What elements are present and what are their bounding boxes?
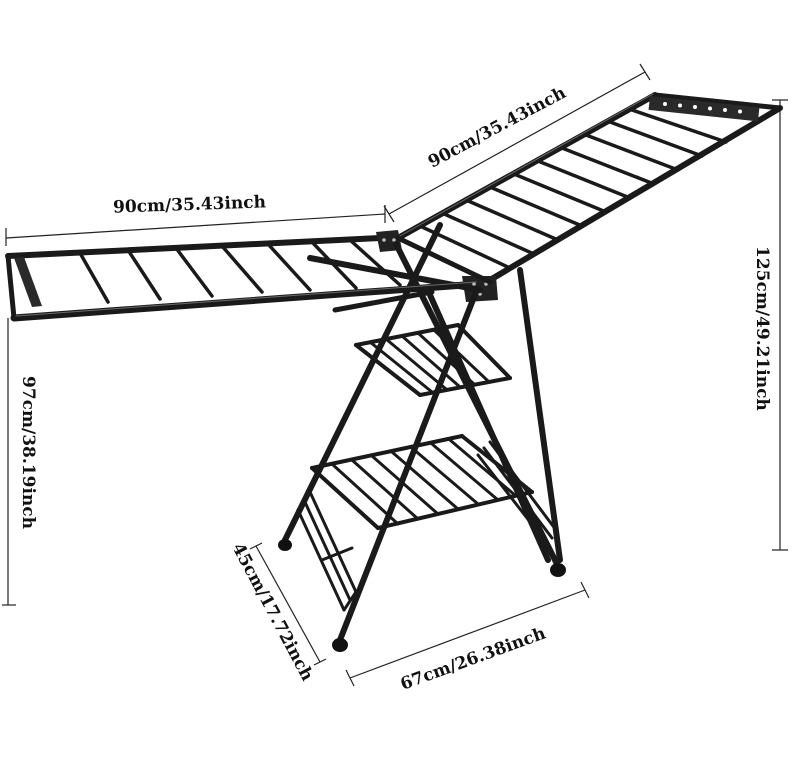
lower-shelf xyxy=(310,434,534,530)
side-racks xyxy=(296,440,558,612)
total-height-label: 125cm/49.21inch xyxy=(752,246,772,411)
right-wing-width-label: 90cm/35.43inch xyxy=(425,83,569,172)
base-width-label: 67cm/26.38inch xyxy=(398,624,549,695)
dimension-lines xyxy=(2,63,788,687)
tube-highlights xyxy=(15,93,654,317)
right-wing xyxy=(395,92,783,283)
base-depth-label: 45cm/17.72inch xyxy=(228,540,317,684)
wing-height-label: 97cm/38.19inch xyxy=(18,376,38,529)
upper-shelf xyxy=(354,323,512,397)
left-wing xyxy=(5,235,482,322)
rack-frame xyxy=(5,92,783,652)
left-wing-width-label: 90cm/35.43inch xyxy=(113,192,267,217)
wheels xyxy=(278,539,566,652)
